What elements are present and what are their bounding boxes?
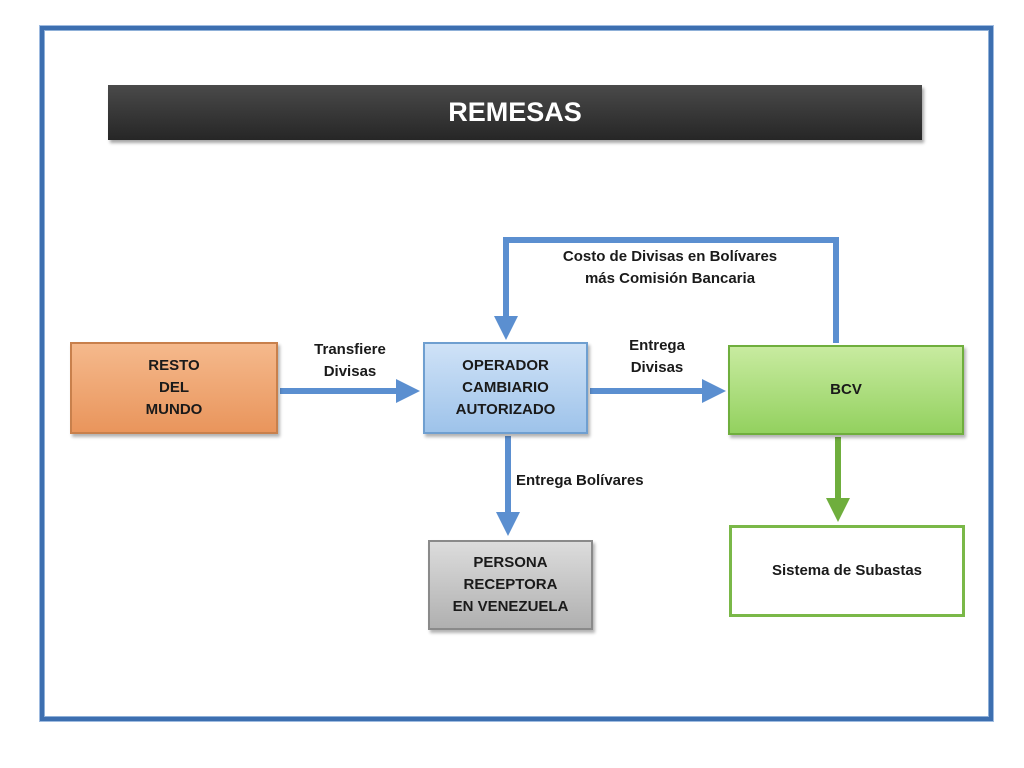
edge-label-entrega-bolivares: Entrega Bolívares [516, 470, 666, 492]
node-persona-line-2: RECEPTORA [463, 576, 558, 593]
edge-label-transfiere: Transfiere Divisas [300, 339, 400, 383]
arrow-bcv-subastas [826, 437, 850, 522]
node-resto-line-3: MUNDO [145, 401, 203, 418]
node-resto-line-1: RESTO [148, 357, 200, 374]
edge-costo-line-1: Costo de Divisas en Bolívares [562, 248, 778, 265]
edge-transfiere-line-1: Transfiere [314, 341, 386, 358]
arrow-entrega-divisas [590, 379, 726, 403]
node-sistema-subastas: Sistema de Subastas [729, 525, 965, 617]
arrow-costo [494, 237, 839, 343]
node-persona-line-3: EN VENEZUELA [452, 598, 569, 615]
node-subastas-label: Sistema de Subastas [771, 562, 923, 579]
arrow-entrega-bolivares [496, 436, 520, 536]
node-bcv-label: BCV [830, 381, 862, 398]
node-operador-cambiario: OPERADOR CAMBIARIO AUTORIZADO [423, 342, 588, 434]
edge-entrega-divisas-line-1: Entrega [629, 337, 685, 354]
node-resto-line-2: DEL [159, 379, 189, 396]
edge-label-entrega-divisas: Entrega Divisas [612, 335, 702, 379]
node-operador-line-1: OPERADOR [462, 357, 549, 374]
edge-label-costo: Costo de Divisas en Bolívares más Comisi… [540, 246, 800, 290]
node-persona-receptora: PERSONA RECEPTORA EN VENEZUELA [428, 540, 593, 630]
title-bar: REMESAS [108, 85, 922, 140]
node-bcv: BCV [728, 345, 964, 435]
edge-costo-line-2: más Comisión Bancaria [584, 270, 756, 287]
node-operador-line-2: CAMBIARIO [462, 379, 549, 396]
arrow-transfiere [280, 379, 420, 403]
node-operador-line-3: AUTORIZADO [455, 401, 556, 418]
edge-entrega-divisas-line-2: Divisas [630, 359, 684, 376]
node-resto-del-mundo: RESTO DEL MUNDO [70, 342, 278, 434]
edge-transfiere-line-2: Divisas [323, 363, 377, 380]
edge-entrega-bolivares-line-1: Entrega Bolívares [516, 472, 644, 489]
node-persona-line-1: PERSONA [473, 554, 548, 571]
title-text: REMESAS [448, 97, 582, 127]
